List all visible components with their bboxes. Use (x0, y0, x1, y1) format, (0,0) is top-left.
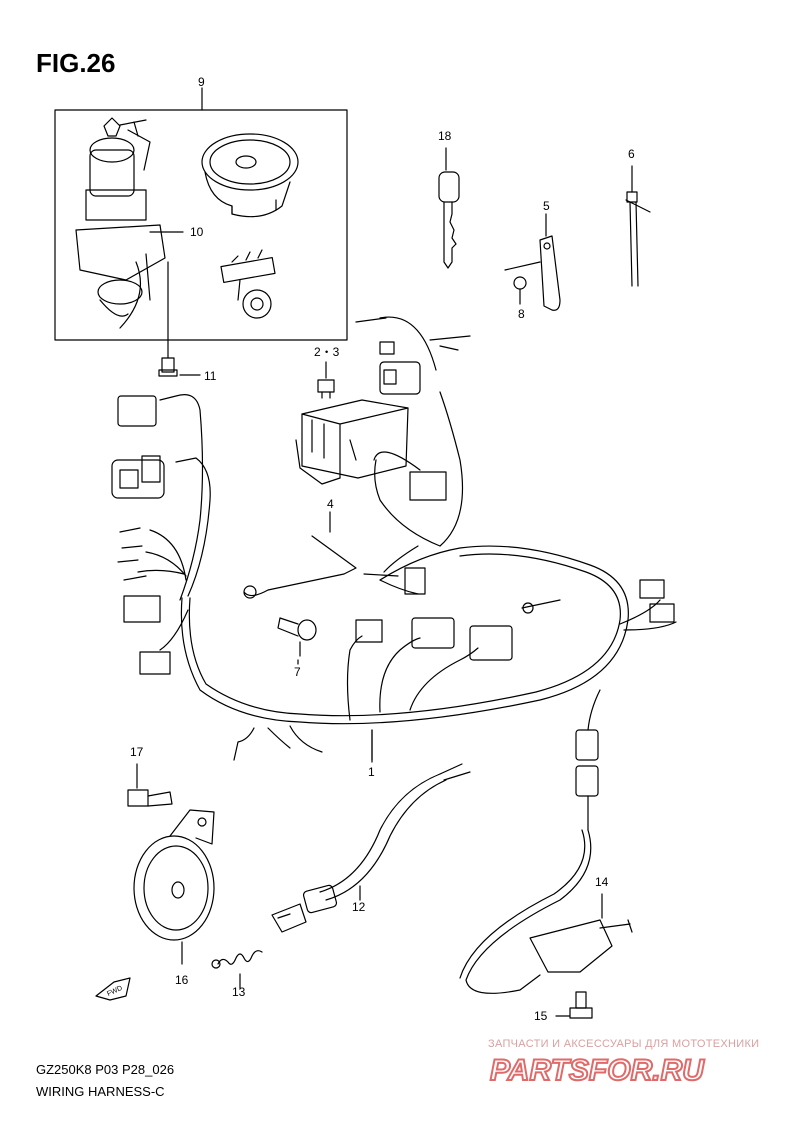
callout-6: 6 (628, 147, 635, 161)
fuel-cap-lock (201, 133, 299, 218)
clamp-5 (504, 213, 561, 311)
harness-top-connectors (355, 316, 471, 595)
callout-5: 5 (543, 199, 550, 213)
harness-left-branches (111, 394, 211, 675)
bolt-11 (158, 261, 201, 377)
fuse-2-3 (317, 361, 335, 399)
rod-4 (243, 511, 357, 599)
horn-16 (133, 809, 215, 965)
figure-subtitle: WIRING HARNESS-C (36, 1084, 165, 1099)
ignition-switch (75, 117, 184, 329)
callout-18: 18 (438, 129, 452, 143)
callout-17: 17 (130, 745, 144, 759)
callout-12: 12 (352, 900, 366, 914)
callout-4: 4 (327, 497, 334, 511)
callout-9: 9 (198, 75, 205, 89)
spring-13 (211, 950, 263, 989)
fuse-box (295, 399, 409, 485)
sensor-14 (459, 829, 633, 994)
screw-8 (513, 276, 527, 305)
callout-10: 10 (190, 225, 204, 239)
harness-center-connectors (355, 599, 561, 661)
cable-tie-6 (625, 165, 651, 287)
bolt-17 (127, 763, 173, 807)
leader-lines (297, 659, 373, 763)
watermark-logo: PARTSFOR.RU (489, 1053, 706, 1088)
part-9-group-box (54, 109, 348, 341)
screw-7 (277, 617, 317, 657)
callout-1: 1 (368, 765, 375, 779)
key-18 (438, 147, 460, 269)
fwd-arrow (95, 977, 131, 1001)
harness-right-connectors (575, 579, 677, 831)
callout-16: 16 (175, 973, 189, 987)
main-harness-1 (180, 391, 629, 761)
callout-8: 8 (518, 307, 525, 321)
switch-12 (271, 763, 471, 933)
watermark-tagline: ЗАПЧАСТИ И АКСЕССУАРЫ ДЛЯ МОТОТЕХНИКИ (488, 1038, 760, 1050)
callout-15: 15 (534, 1009, 548, 1023)
callout-7: 7 (294, 665, 301, 679)
callout-2-3: 2・3 (314, 345, 340, 359)
figure-title: FIG.26 (36, 48, 116, 78)
callout-14: 14 (595, 875, 609, 889)
figure-code: GZ250K8 P03 P28_026 (36, 1062, 175, 1077)
bolt-15 (555, 991, 593, 1019)
seat-lock (220, 249, 276, 319)
callout-13: 13 (232, 985, 246, 999)
watermark-logo-text: PARTSFOR.RU (490, 1054, 705, 1087)
callout-11: 11 (204, 369, 217, 383)
